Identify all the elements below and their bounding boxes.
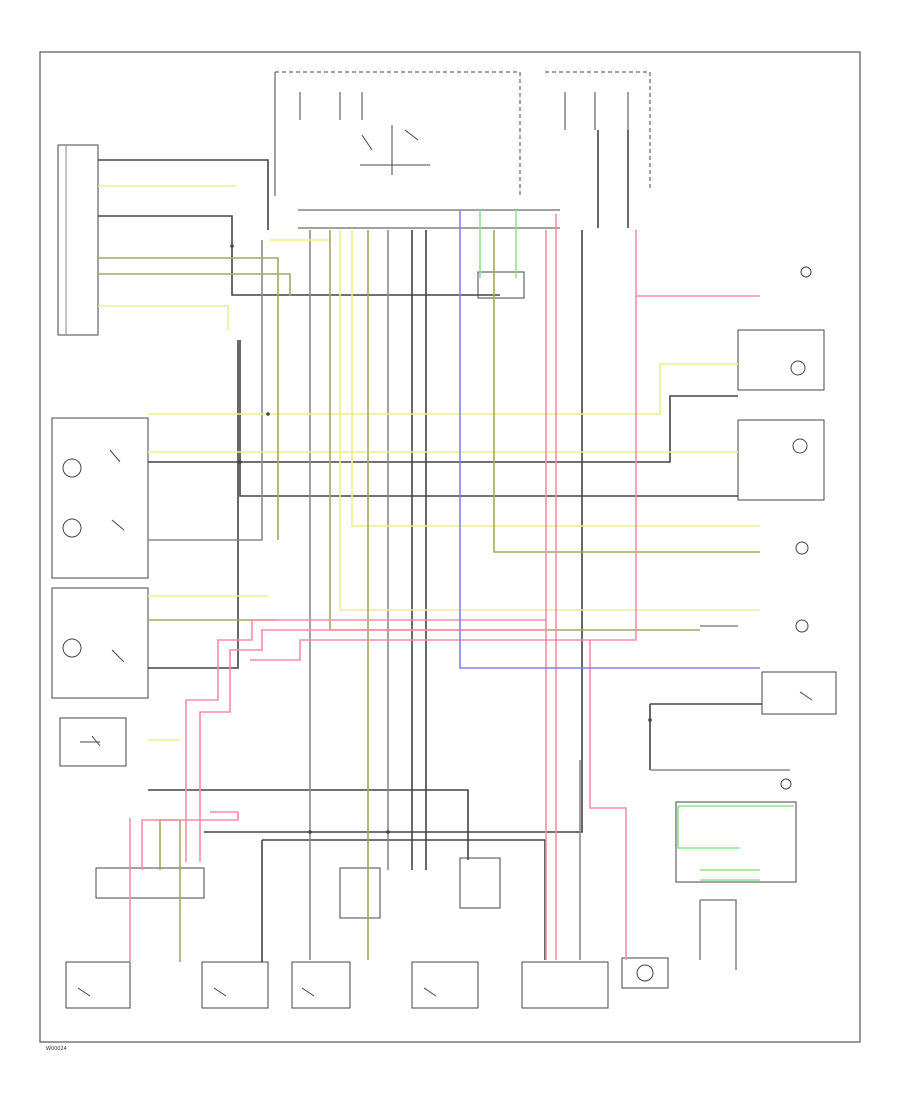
- central-splice-bar: [298, 209, 560, 229]
- wires-gray: [148, 230, 790, 970]
- top-fuse-box-left: [274, 71, 521, 196]
- mirror-actuator-1: [339, 867, 381, 919]
- door-switch-4: [411, 961, 479, 1009]
- switch-box-2: [51, 587, 149, 699]
- lamp-bottom-right: [621, 957, 669, 989]
- door-module-right: [521, 961, 609, 1009]
- splice-points: [230, 244, 652, 834]
- junction-connector-center: [477, 271, 525, 299]
- right-lamp-box-2: [737, 419, 825, 501]
- right-switch-box: [761, 671, 837, 715]
- wires-black: [98, 130, 762, 962]
- left-top-connector: [57, 144, 99, 336]
- wires-yellow: [98, 185, 760, 741]
- right-lamp-box-1: [737, 329, 825, 391]
- door-switch-1: [65, 961, 131, 1009]
- door-switch-3: [291, 961, 351, 1009]
- corner-code: W00024: [46, 1046, 67, 1052]
- top-fuse-box-right: [545, 71, 651, 190]
- wires-pink: [129, 214, 760, 962]
- right-lamp-symbol-1: [795, 541, 809, 633]
- wires-blue: [459, 210, 760, 669]
- door-switch-2: [201, 961, 269, 1009]
- bottom-module-central: [95, 867, 205, 899]
- right-connector-box: [675, 266, 812, 883]
- switch-box-3: [59, 717, 127, 767]
- mirror-actuator-2: [459, 857, 501, 909]
- switch-box-1: [51, 417, 149, 579]
- diagram-border: [39, 51, 861, 1043]
- wires-green: [479, 210, 794, 881]
